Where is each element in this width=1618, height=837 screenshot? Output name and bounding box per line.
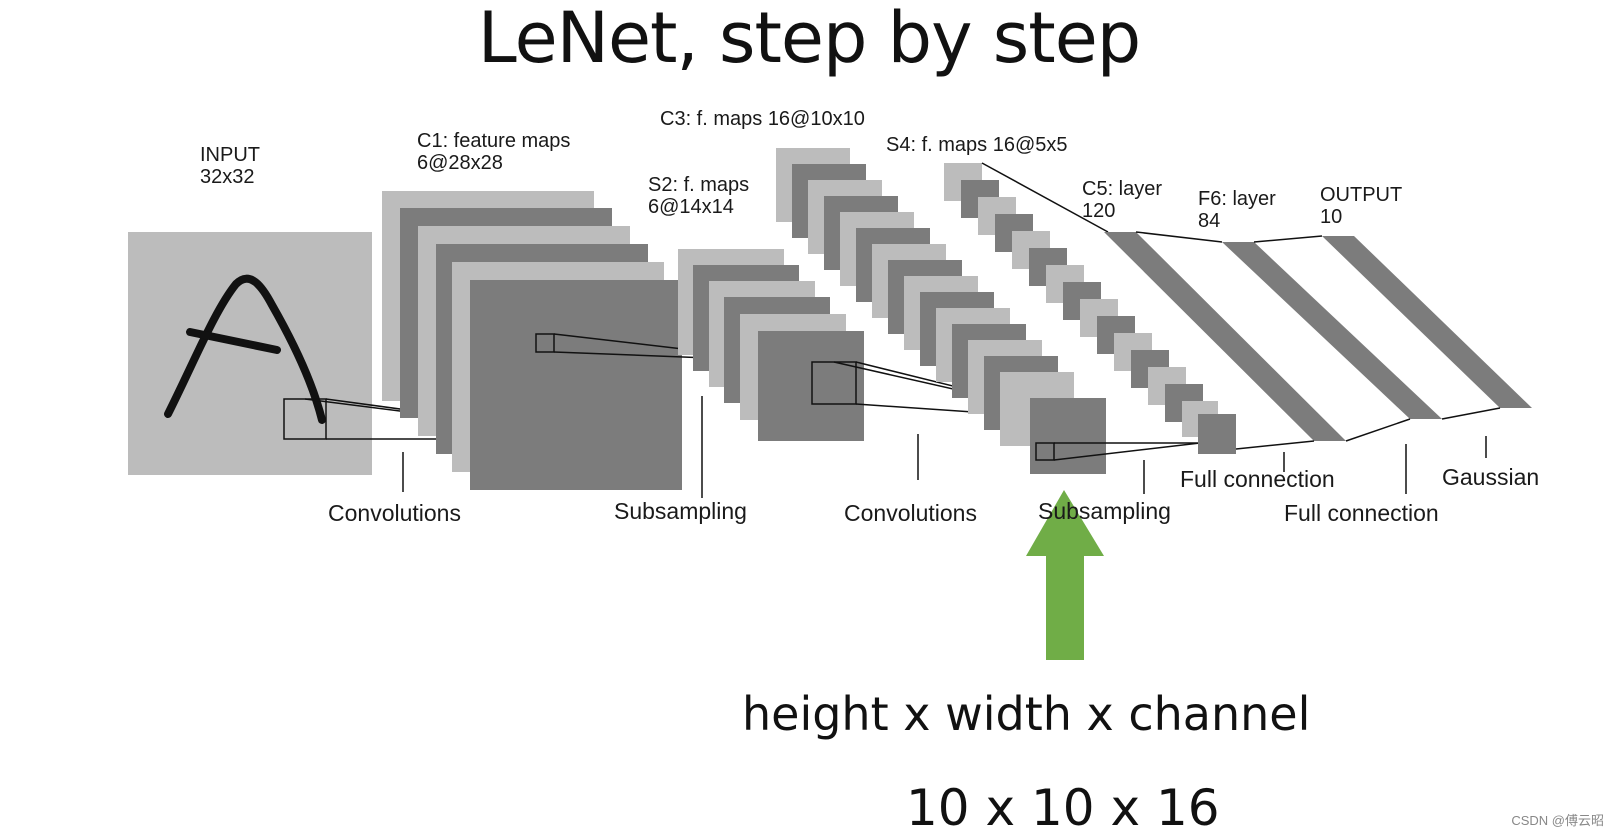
op-subsampling-2: Subsampling [1038,498,1171,524]
operation-ticks [402,396,1487,498]
op-full-connection-2: Full connection [1284,500,1439,526]
s4-feature-maps [944,163,1236,454]
op-convolutions-2: Convolutions [844,500,977,526]
input-plane [128,232,372,475]
c1-feature-maps [382,191,682,490]
op-gaussian: Gaussian [1442,464,1540,490]
caption-dimension-order: height x width x channel [742,687,1311,741]
caption-dimension-values: 10 x 10 x 16 [906,779,1220,837]
f6-layer [1222,242,1442,419]
input-letter-a-bar [186,328,281,354]
s2-feature-maps [678,249,864,441]
c3-feature-maps [776,148,1106,474]
op-convolutions-1: Convolutions [328,500,461,526]
highlight-arrow [1026,490,1104,660]
op-full-connection-1: Full connection [1180,466,1335,492]
op-subsampling-1: Subsampling [614,498,747,524]
s4-label: S4: f. maps 16@5x5 [886,134,1068,156]
c3-label: C3: f. maps 16@10x10 [660,108,865,130]
c5-layer [1104,232,1346,441]
input-letter-a [164,274,326,424]
watermark: CSDN @傅云昭 [1511,810,1604,829]
output-layer [1322,236,1532,408]
page-title: LeNet, step by step [477,0,1141,79]
